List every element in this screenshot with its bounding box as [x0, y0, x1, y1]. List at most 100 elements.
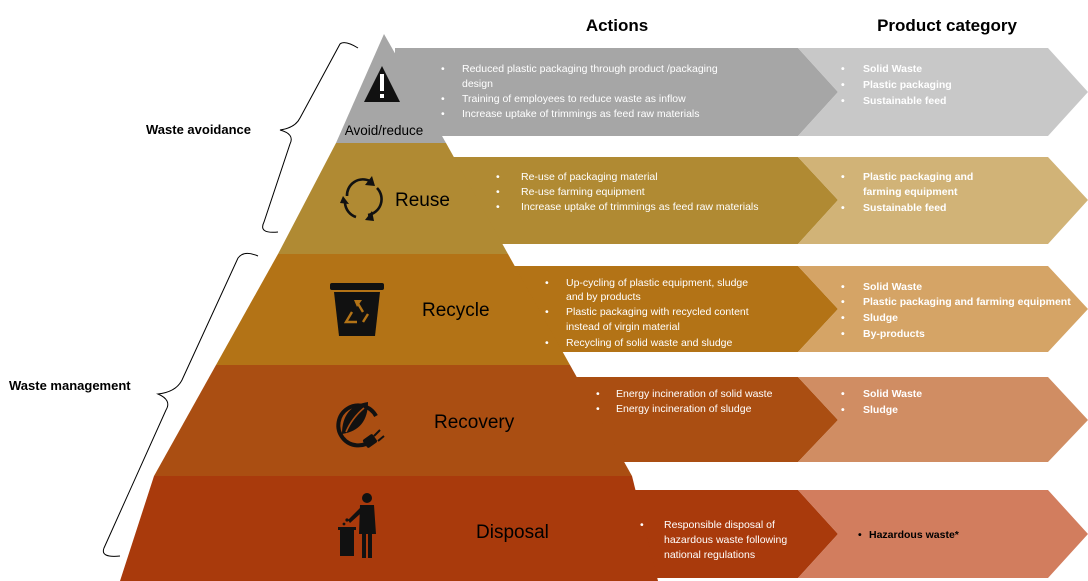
- waste-management-label: Waste management: [9, 378, 131, 393]
- action-item: Energy incineration of sludge: [616, 403, 752, 415]
- action-item: design: [462, 78, 493, 90]
- action-item: Re-use of packaging material: [521, 171, 658, 183]
- waste-avoidance-brace: [262, 42, 359, 233]
- pyramid-tier-recycle: [216, 254, 570, 365]
- product-category-header: Product category: [877, 16, 1017, 35]
- product-item: Plastic packaging and: [863, 171, 973, 183]
- action-item: and by products: [566, 291, 641, 303]
- action-item: Increase uptake of trimmings as feed raw…: [462, 108, 700, 120]
- action-item: hazardous waste following: [664, 534, 787, 546]
- pyramid-tier-disposal: [120, 476, 658, 581]
- svg-text:•: •: [841, 312, 845, 324]
- recycle-bin-icon: [330, 283, 384, 336]
- leaf-plug-icon: [336, 402, 385, 448]
- action-arrow-avoid: [395, 48, 838, 136]
- action-item: Responsible disposal of: [664, 519, 775, 531]
- waste-management-brace: [102, 252, 259, 557]
- action-item: Training of employees to reduce waste as…: [462, 93, 686, 105]
- product-arrow-reuse: [798, 157, 1088, 244]
- level-recovery: Recovery • Energy incineration of solid …: [154, 365, 1088, 476]
- svg-text:•: •: [441, 63, 445, 75]
- svg-text:•: •: [545, 337, 549, 349]
- svg-text:•: •: [841, 388, 845, 400]
- level-recycle: Recycle • Up-cycling of plastic equipmen…: [216, 254, 1088, 365]
- action-arrow-recycle: [508, 266, 838, 352]
- product-arrow-recycle: [798, 266, 1088, 352]
- pyramid-tier-recovery: [154, 365, 632, 476]
- product-arrow-avoid: [798, 48, 1088, 136]
- action-item: Energy incineration of solid waste: [616, 388, 773, 400]
- svg-text:•: •: [841, 328, 845, 340]
- action-item: national regulations: [664, 549, 755, 561]
- level-label-recycle: Recycle: [422, 300, 490, 321]
- products-list-avoid: • Solid Waste • Plastic packaging • Sust…: [841, 63, 952, 107]
- level-reuse: Reuse • Re-use of packaging material • R…: [278, 143, 1088, 254]
- action-item: Increase uptake of trimmings as feed raw…: [521, 201, 759, 213]
- svg-text:•: •: [496, 201, 500, 213]
- svg-text:•: •: [596, 388, 600, 400]
- product-item: Sustainable feed: [863, 95, 946, 107]
- action-arrow-disposal: [612, 490, 838, 578]
- level-avoid-reduce: Avoid/reduce • Reduced plastic packaging…: [336, 34, 1088, 143]
- svg-text:•: •: [841, 171, 845, 183]
- product-item: Sludge: [863, 312, 898, 324]
- action-arrow-reuse: [446, 157, 838, 244]
- product-item: Solid Waste: [863, 281, 922, 293]
- svg-text:•: •: [441, 108, 445, 120]
- product-item: Hazardous waste*: [869, 529, 960, 541]
- svg-text:•: •: [545, 306, 549, 318]
- product-item: farming equipment: [863, 186, 958, 198]
- svg-text:•: •: [841, 404, 845, 416]
- action-arrow-recovery: [570, 377, 838, 462]
- action-item: Up-cycling of plastic equipment, sludge: [566, 277, 748, 289]
- product-arrow-disposal: [798, 490, 1088, 578]
- products-list-recycle: • Solid Waste • Plastic packaging and fa…: [841, 281, 1071, 340]
- svg-text:•: •: [640, 519, 644, 531]
- action-item: Reduced plastic packaging through produc…: [462, 63, 718, 75]
- actions-list-recovery: • Energy incineration of solid waste • E…: [596, 388, 773, 415]
- products-list-recovery: • Solid Waste • Sludge: [841, 388, 922, 416]
- product-item: Plastic packaging and farming equipment: [863, 296, 1071, 308]
- svg-text:•: •: [545, 277, 549, 289]
- product-item: Sustainable feed: [863, 202, 946, 214]
- svg-text:•: •: [596, 403, 600, 415]
- svg-text:•: •: [841, 296, 845, 308]
- svg-text:•: •: [841, 95, 845, 107]
- action-item: Recycling of solid waste and sludge: [566, 337, 733, 349]
- actions-list-reuse: • Re-use of packaging material • Re-use …: [496, 171, 759, 213]
- svg-text:•: •: [441, 93, 445, 105]
- products-list-disposal: • Hazardous waste*: [858, 529, 960, 541]
- svg-text:•: •: [841, 63, 845, 75]
- svg-text:•: •: [841, 281, 845, 293]
- actions-list-disposal: • Responsible disposal of hazardous wast…: [640, 519, 787, 561]
- svg-text:•: •: [841, 202, 845, 214]
- product-arrow-recovery: [798, 377, 1088, 462]
- svg-text:•: •: [841, 79, 845, 91]
- action-item: Plastic packaging with recycled content: [566, 306, 749, 318]
- product-item: By-products: [863, 328, 925, 340]
- action-item: Re-use farming equipment: [521, 186, 645, 198]
- actions-header: Actions: [586, 16, 648, 35]
- level-disposal: Disposal • Responsible disposal of hazar…: [120, 476, 1088, 581]
- waste-avoidance-label: Waste avoidance: [146, 122, 251, 137]
- product-item: Solid Waste: [863, 63, 922, 75]
- product-item: Solid Waste: [863, 388, 922, 400]
- product-item: Sludge: [863, 404, 898, 416]
- level-label-disposal: Disposal: [476, 522, 549, 543]
- action-item: instead of virgin material: [566, 321, 680, 333]
- recycle-arrows-icon: [340, 176, 383, 221]
- pyramid-tier-reuse: [278, 143, 508, 254]
- products-list-reuse: • Plastic packaging and farming equipmen…: [841, 171, 973, 214]
- level-label-reuse: Reuse: [395, 190, 450, 211]
- actions-list-avoid: • Reduced plastic packaging through prod…: [441, 63, 718, 120]
- svg-text:•: •: [496, 171, 500, 183]
- actions-list-recycle: • Up-cycling of plastic equipment, sludg…: [545, 277, 749, 349]
- level-label-avoid: Avoid/reduce: [345, 123, 424, 138]
- level-label-recovery: Recovery: [434, 412, 515, 433]
- person-trash-icon: [338, 493, 376, 558]
- product-item: Plastic packaging: [863, 79, 952, 91]
- svg-text:•: •: [858, 529, 862, 541]
- svg-text:•: •: [496, 186, 500, 198]
- warning-icon: [364, 66, 400, 102]
